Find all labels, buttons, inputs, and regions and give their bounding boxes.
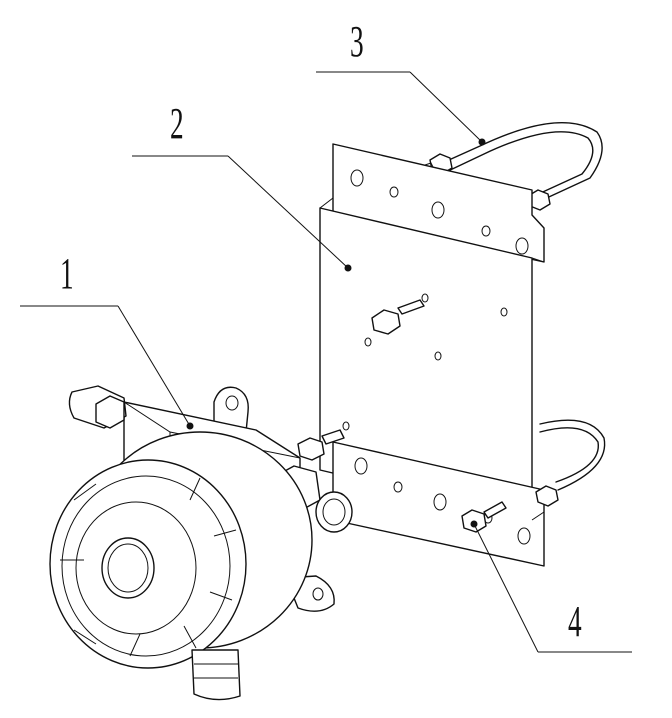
callout-leaders: [20, 71, 632, 653]
callout-3: 3: [350, 17, 364, 66]
callout-4: 4: [568, 597, 582, 646]
callout-2: 2: [170, 99, 184, 148]
u-bolt-bottom: [535, 419, 606, 507]
mounting-bracket: [319, 143, 545, 567]
gas-detector: [49, 385, 353, 701]
callout-1: 1: [60, 249, 74, 298]
